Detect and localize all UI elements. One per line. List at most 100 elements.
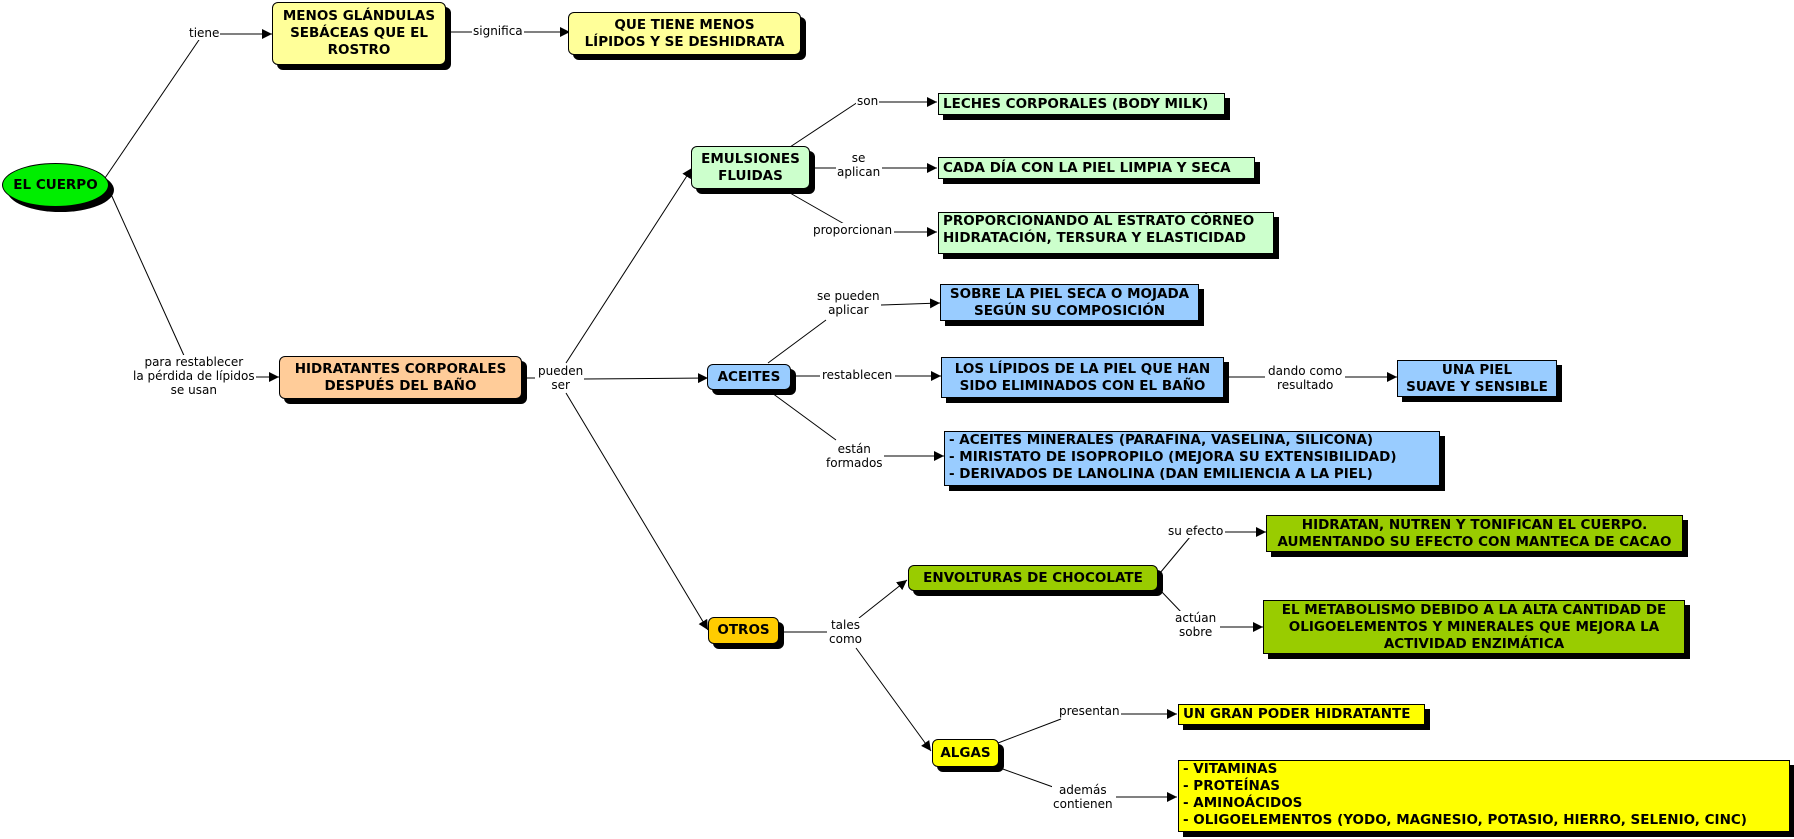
node-text-line: DESPUÉS DEL BAÑO bbox=[324, 377, 477, 394]
link-label-actuan-sobre: actúan sobre bbox=[1174, 611, 1218, 639]
node-text-line: QUE TIENE MENOS bbox=[614, 16, 755, 33]
node-text-line: UNA PIEL bbox=[1441, 361, 1513, 378]
node-cada-dia-label: CADA DÍA CON LA PIEL LIMPIA Y SECA bbox=[943, 159, 1231, 176]
node-text-line: PROPORCIONANDO AL ESTRATO CÓRNEO bbox=[943, 213, 1255, 229]
link-label-line: son bbox=[857, 94, 879, 108]
node-text-line: - OLIGOELEMENTOS (YODO, MAGNESIO, POTASI… bbox=[1183, 812, 1747, 828]
node-text-line: HIDRATAN, NUTREN Y TONIFICAN EL CUERPO. bbox=[1301, 516, 1648, 533]
link-label-line: ser bbox=[551, 378, 570, 392]
link-label-son: son bbox=[856, 94, 880, 108]
link-label-ademas-contienen: además contienen bbox=[1052, 783, 1114, 811]
node-text-line: - DERIVADOS DE LANOLINA (DAN EMILIENCIA … bbox=[949, 466, 1373, 482]
node-leches-label: LECHES CORPORALES (BODY MILK) bbox=[943, 95, 1209, 112]
node-text-line: SIDO ELIMINADOS CON EL BAÑO bbox=[959, 377, 1206, 394]
link-label-line: aplican bbox=[837, 165, 881, 179]
node-gran-poder: UN GRAN PODER HIDRATANTE bbox=[1178, 704, 1425, 725]
node-text-line: - PROTEÍNAS bbox=[1183, 778, 1280, 794]
link-label-line: aplicar bbox=[828, 303, 869, 317]
node-piel-suave: UNA PIEL SUAVE Y SENSIBLE bbox=[1397, 360, 1557, 397]
node-text-line: MENOS GLÁNDULAS bbox=[282, 8, 436, 24]
link-label-line: actúan bbox=[1175, 611, 1217, 625]
node-cada-dia: CADA DÍA CON LA PIEL LIMPIA Y SECA bbox=[938, 157, 1255, 179]
link-label-line: se pueden bbox=[817, 289, 880, 303]
node-otros: OTROS bbox=[708, 617, 779, 644]
node-aceites: ACEITES bbox=[707, 364, 791, 390]
link-label-tiene: tiene bbox=[188, 26, 221, 40]
node-text-line: ROSTRO bbox=[327, 42, 391, 58]
node-emulsiones: EMULSIONES FLUIDAS bbox=[691, 146, 810, 189]
link-label-line: se bbox=[851, 151, 866, 165]
node-text-line: HIDRATANTES CORPORALES bbox=[294, 360, 507, 377]
node-menos-lipidos: QUE TIENE MENOS LÍPIDOS Y SE DESHIDRATA bbox=[568, 12, 801, 55]
link-label-line: resultado bbox=[1277, 378, 1334, 392]
link-label-estan-formados: están formados bbox=[825, 442, 884, 470]
node-text-line: - VITAMINAS bbox=[1183, 761, 1278, 777]
node-menos-glandulas: MENOS GLÁNDULAS SEBÁCEAS QUE EL ROSTRO bbox=[272, 2, 446, 65]
node-envolturas: ENVOLTURAS DE CHOCOLATE bbox=[908, 565, 1158, 591]
node-el-cuerpo-label: EL CUERPO bbox=[13, 176, 98, 193]
link-label-line: formados bbox=[826, 456, 883, 470]
link-label-se-pueden-aplicar: se pueden aplicar bbox=[816, 289, 881, 317]
link-label-presentan: presentan bbox=[1058, 704, 1121, 718]
node-hidratantes: HIDRATANTES CORPORALES DESPUÉS DEL BAÑO bbox=[279, 356, 522, 399]
node-algas-label: ALGAS bbox=[940, 744, 991, 761]
link-label-se-aplican: se aplican bbox=[836, 151, 882, 179]
link-label-restablecen: restablecen bbox=[821, 368, 894, 382]
node-proporcionando: PROPORCIONANDO AL ESTRATO CÓRNEO HIDRATA… bbox=[938, 212, 1274, 254]
link-label-line: significa bbox=[473, 24, 523, 38]
link-label-line: sobre bbox=[1178, 625, 1213, 639]
node-text-line: SOBRE LA PIEL SECA O MOJADA bbox=[949, 285, 1190, 302]
link-label-line: su efecto bbox=[1168, 524, 1224, 538]
node-hidratan: HIDRATAN, NUTREN Y TONIFICAN EL CUERPO. … bbox=[1266, 515, 1683, 552]
node-text-line: AUMENTANDO SU EFECTO CON MANTECA DE CACA… bbox=[1277, 533, 1672, 550]
link-label-line: tales bbox=[830, 618, 860, 632]
node-text-line: SEBÁCEAS QUE EL bbox=[290, 25, 428, 41]
link-label-line: para restablecer bbox=[144, 355, 244, 369]
link-label-significa: significa bbox=[472, 24, 524, 38]
link-label-line: se usan bbox=[170, 383, 217, 397]
link-label-line: contienen bbox=[1053, 797, 1113, 811]
node-text-line: FLUIDAS bbox=[718, 167, 783, 184]
link-label-line: restablecen bbox=[822, 368, 893, 382]
node-envolturas-label: ENVOLTURAS DE CHOCOLATE bbox=[923, 569, 1143, 586]
link-label-line: están bbox=[837, 442, 871, 456]
link-label-line: la pérdida de lípidos bbox=[133, 369, 255, 383]
link-label-line: dando como bbox=[1268, 364, 1343, 378]
node-text-line: - ACEITES MINERALES (PARAFINA, VASELINA,… bbox=[949, 432, 1374, 448]
node-el-cuerpo: EL CUERPO bbox=[2, 163, 109, 207]
node-leches: LECHES CORPORALES (BODY MILK) bbox=[938, 93, 1225, 115]
node-text-line: ACTIVIDAD ENZIMÁTICA bbox=[1383, 635, 1565, 652]
node-text-line: HIDRATACIÓN, TERSURA Y ELASTICIDAD bbox=[943, 230, 1247, 246]
node-text-line: EMULSIONES bbox=[701, 150, 800, 167]
link-label-dando-como: dando como resultado bbox=[1267, 364, 1344, 392]
node-aceites-minerales: - ACEITES MINERALES (PARAFINA, VASELINA,… bbox=[944, 431, 1440, 486]
link-label-para-restablecer: para restablecer la pérdida de lípidos s… bbox=[132, 355, 256, 397]
link-label-line: tiene bbox=[189, 26, 220, 40]
node-text-line: - MIRISTATO DE ISOPROPILO (MEJORA SU EXT… bbox=[949, 449, 1397, 465]
node-vitaminas: - VITAMINAS - PROTEÍNAS - AMINOÁCIDOS - … bbox=[1178, 760, 1790, 832]
node-text-line: LÍPIDOS Y SE DESHIDRATA bbox=[584, 33, 785, 50]
link-label-line: como bbox=[829, 632, 862, 646]
link-label-line: pueden bbox=[538, 364, 584, 378]
link-label-pueden-ser: pueden ser bbox=[537, 364, 585, 392]
link-label-tales-como: tales como bbox=[828, 618, 863, 646]
link-label-proporcionan: proporcionan bbox=[812, 223, 894, 237]
link-label-line: además bbox=[1058, 783, 1107, 797]
node-text-line: - AMINOÁCIDOS bbox=[1183, 795, 1303, 811]
node-lipidos-piel: LOS LÍPIDOS DE LA PIEL QUE HAN SIDO ELIM… bbox=[941, 357, 1224, 398]
node-gran-poder-label: UN GRAN PODER HIDRATANTE bbox=[1183, 706, 1411, 722]
link-label-line: proporcionan bbox=[813, 223, 893, 237]
node-sobre-piel: SOBRE LA PIEL SECA O MOJADA SEGÚN SU COM… bbox=[940, 284, 1199, 321]
node-otros-label: OTROS bbox=[717, 622, 770, 638]
node-text-line: LOS LÍPIDOS DE LA PIEL QUE HAN bbox=[954, 360, 1211, 377]
link-label-line: presentan bbox=[1059, 704, 1120, 718]
node-text-line: SUAVE Y SENSIBLE bbox=[1406, 378, 1548, 395]
node-aceites-label: ACEITES bbox=[717, 368, 781, 385]
node-metabolismo: EL METABOLISMO DEBIDO A LA ALTA CANTIDAD… bbox=[1263, 600, 1685, 654]
node-text-line: OLIGOELEMENTOS Y MINERALES QUE MEJORA LA bbox=[1288, 618, 1660, 635]
node-text-line: EL METABOLISMO DEBIDO A LA ALTA CANTIDAD… bbox=[1281, 601, 1667, 618]
link-label-su-efecto: su efecto bbox=[1167, 524, 1225, 538]
node-algas: ALGAS bbox=[932, 739, 999, 767]
node-text-line: SEGÚN SU COMPOSICIÓN bbox=[973, 302, 1165, 319]
